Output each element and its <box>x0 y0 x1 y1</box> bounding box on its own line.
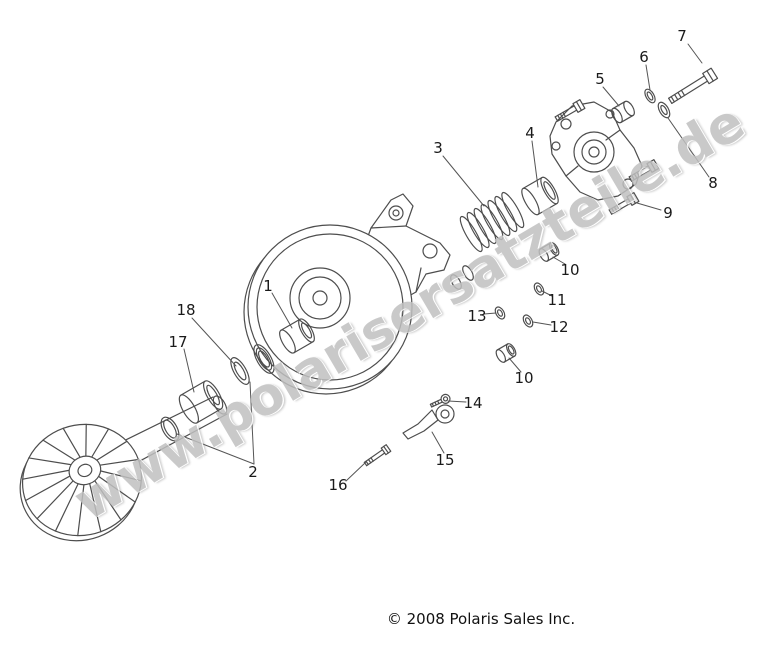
callout-13: 13 <box>467 307 487 325</box>
bushing-1 <box>279 318 315 354</box>
callout-5: 5 <box>595 70 605 88</box>
screw-14 <box>429 393 451 408</box>
copyright-text: © 2008 Polaris Sales Inc. <box>386 610 576 628</box>
movable-sheave <box>243 224 413 395</box>
callout-6: 6 <box>639 48 649 66</box>
callout-3: 3 <box>433 139 443 157</box>
clutch-spring <box>459 191 525 253</box>
callout-15: 15 <box>435 451 455 469</box>
washer-11 <box>533 282 545 296</box>
o-ring <box>160 416 180 442</box>
callout-14: 14 <box>463 394 483 412</box>
bolt-16 <box>363 444 392 467</box>
callout-16: 16 <box>328 476 348 494</box>
bearing-washer <box>253 344 275 374</box>
bolt-7 <box>668 67 719 104</box>
callout-9: 9 <box>663 204 673 222</box>
callout-10: 10 <box>560 261 580 279</box>
callout-8: 8 <box>708 174 718 192</box>
spacer-5 <box>611 100 635 124</box>
drive-face-fan <box>19 423 143 542</box>
roller-bushing-10 <box>538 242 560 262</box>
washer-8 <box>657 101 671 119</box>
callout-1: 1 <box>263 277 273 295</box>
washer-12 <box>522 314 534 328</box>
spring-retainer <box>521 176 559 216</box>
leader-lines <box>176 43 710 482</box>
callout-11: 11 <box>547 291 567 309</box>
roller-bushing-10 <box>495 343 517 363</box>
callout-2: 2 <box>248 463 258 481</box>
actuator-arm-15 <box>402 404 455 440</box>
callout-18: 18 <box>176 301 196 319</box>
callout-4: 4 <box>525 124 535 142</box>
washer-6 <box>644 88 656 104</box>
cover-plate <box>549 101 643 201</box>
callout-7: 7 <box>677 27 687 45</box>
washer-13 <box>494 306 506 320</box>
callout-10: 10 <box>514 369 534 387</box>
callout-12: 12 <box>549 318 569 336</box>
callout-17: 17 <box>168 333 188 351</box>
